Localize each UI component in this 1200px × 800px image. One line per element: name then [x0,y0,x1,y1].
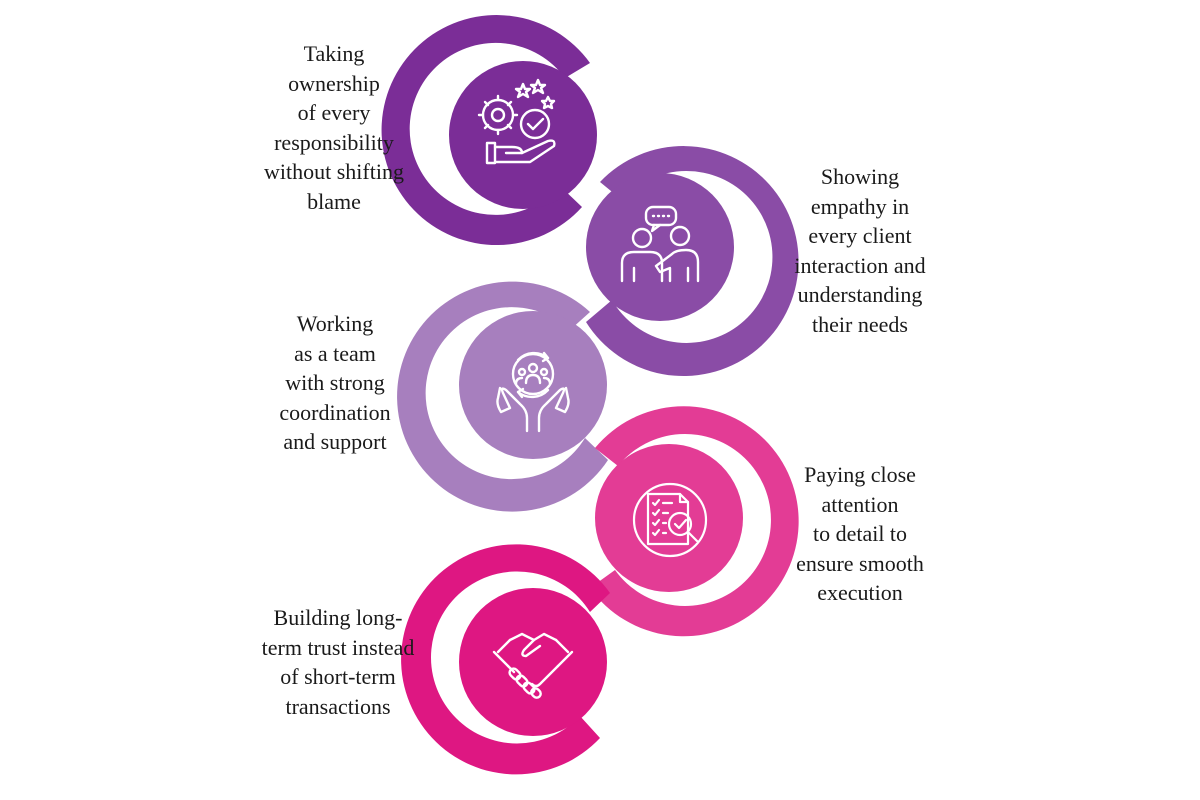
step-4-label: Paying close attention to detail to ensu… [796,462,924,605]
team-hands-support-icon [496,351,570,433]
step-2-label: Showing empathy in every client interact… [794,164,926,337]
checklist-magnifier-icon [632,482,708,558]
people-conversation-icon [620,205,700,283]
step-5-trust [401,544,610,775]
step-2-inner-circle [586,173,734,321]
step-3-teamwork [397,281,608,512]
step-3-inner-circle [459,311,607,459]
step-5-ring [401,544,610,775]
gear-hand-check-icon [477,78,556,165]
step-2-empathy [586,146,799,377]
step-1-inner-circle [449,61,597,209]
step-3-label: Working as a team with strong coordinati… [279,311,391,454]
handshake-icon [492,632,574,699]
step-4-inner-circle [595,444,743,592]
step-5-inner-circle [459,588,607,736]
step-1-ownership [381,15,597,246]
step-3-ring [397,281,608,512]
step-4-detail [590,406,799,637]
step-1-label: Taking ownership of every responsibility… [264,41,404,214]
step-5-label: Building long- term trust instead of sho… [261,605,415,719]
